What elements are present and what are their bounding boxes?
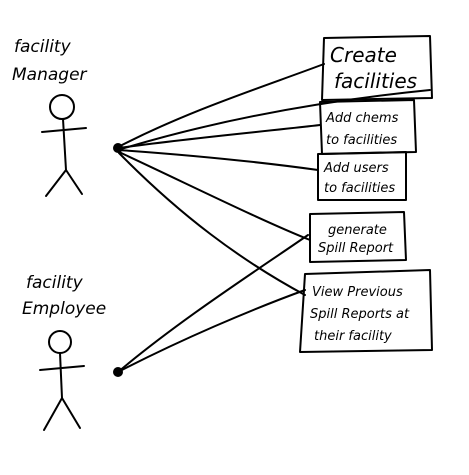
actor-facility-employee[interactable]: facility Employee <box>22 273 123 431</box>
actor-head <box>48 330 72 354</box>
association-manager-view <box>118 152 306 296</box>
associations <box>117 63 431 373</box>
association-manager-create <box>117 63 325 148</box>
actor-body <box>59 352 63 399</box>
actor-left-leg <box>43 397 63 431</box>
actor-label-line: facility <box>14 37 72 57</box>
association-manager-create-2 <box>117 89 431 151</box>
use-case-label-line: Add users <box>323 161 389 176</box>
association-anchor-dot <box>113 367 123 377</box>
use-case-add-chems[interactable]: Add chems to facilities <box>319 99 417 155</box>
actor-label-line: Employee <box>22 299 106 319</box>
actor-head <box>49 94 75 120</box>
use-case-label-line: to facilities <box>324 181 395 196</box>
use-case-create-facilities[interactable]: Create facilities <box>321 35 433 101</box>
use-case-view-previous-spill-reports[interactable]: View Previous Spill Reports at their fac… <box>299 269 433 353</box>
actor-label-line: Manager <box>12 65 88 85</box>
use-case-box <box>319 99 417 155</box>
association-manager-generate <box>118 151 311 241</box>
stick-figure-icon <box>39 330 85 431</box>
use-case-label-line: Spill Report <box>318 241 394 256</box>
use-case-label-line: View Previous <box>312 285 403 300</box>
use-case-box <box>299 269 433 353</box>
association-employee-generate <box>117 234 309 373</box>
use-case-label-line: generate <box>328 223 387 238</box>
actor-arms <box>39 365 85 371</box>
use-case-label-line: their facility <box>314 329 392 344</box>
association-anchor-dot <box>113 143 123 153</box>
association-manager-chems <box>118 124 321 149</box>
use-case-box <box>309 211 407 263</box>
actor-facility-manager[interactable]: facility Manager <box>12 37 123 197</box>
use-case-label-line: Add chems <box>325 111 399 126</box>
use-case-label-line: to facilities <box>326 133 397 148</box>
actor-left-leg <box>45 169 67 197</box>
use-case-label-line: facilities <box>334 69 417 93</box>
association-manager-users <box>118 149 319 171</box>
use-case-label-line: Spill Reports at <box>310 307 410 322</box>
actor-right-leg <box>65 169 83 195</box>
actor-body <box>62 118 67 171</box>
stick-figure-icon <box>41 94 87 197</box>
association-employee-view <box>117 289 306 373</box>
actor-arms <box>41 127 87 133</box>
use-case-label-line: Create <box>330 43 397 67</box>
use-case-box <box>317 151 407 201</box>
use-case-box <box>321 35 433 101</box>
use-case-add-users[interactable]: Add users to facilities <box>317 151 407 201</box>
actor-right-leg <box>61 397 81 429</box>
actor-label-line: facility <box>26 273 84 293</box>
use-case-generate-spill-report[interactable]: generate Spill Report <box>309 211 407 263</box>
